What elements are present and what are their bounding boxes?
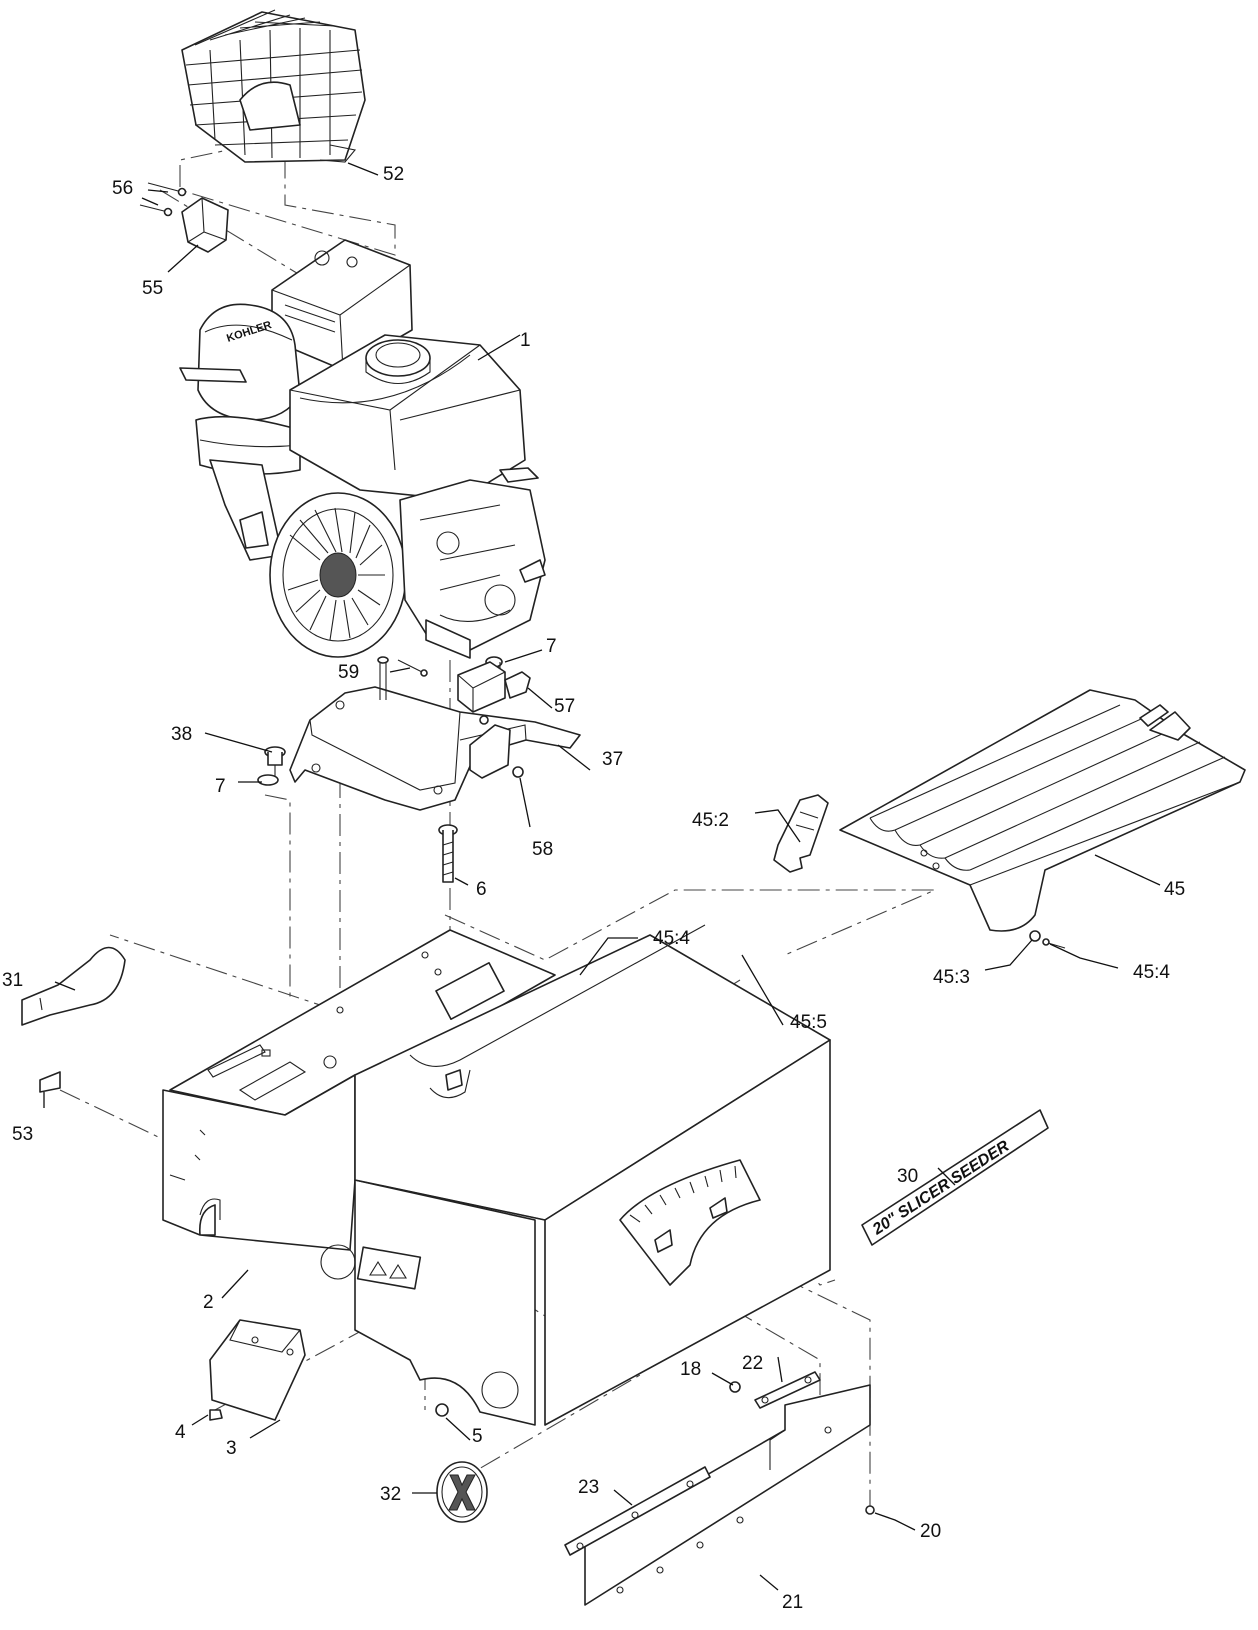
- hopper-lid-part: [839, 689, 1246, 932]
- callout-31: 31: [2, 970, 23, 991]
- callout-45-4-upper: 45:4: [653, 928, 690, 949]
- callout-53: 53: [12, 1124, 33, 1145]
- leader-lines: [43, 162, 1161, 1591]
- seed-chute-part: [21, 946, 126, 1093]
- rear-panel-part: [564, 1371, 875, 1606]
- callout-45-3: 45:3: [933, 967, 970, 988]
- lid-fasteners-part: [1029, 930, 1066, 949]
- callout-56: 56: [112, 178, 133, 199]
- callout-45-2: 45:2: [692, 810, 729, 831]
- x-badge-part: [436, 1461, 488, 1523]
- engine-part: [179, 239, 546, 659]
- callout-21: 21: [782, 1592, 803, 1613]
- callout-52: 52: [383, 164, 404, 185]
- callout-30: 30: [897, 1166, 918, 1187]
- callout-23: 23: [578, 1477, 599, 1498]
- callout-18: 18: [680, 1359, 701, 1380]
- callout-57: 57: [554, 696, 575, 717]
- callout-32: 32: [380, 1484, 401, 1505]
- seed-hopper-part: [354, 924, 831, 1426]
- callout-3: 3: [226, 1438, 237, 1459]
- mounting-bolts-part: [257, 746, 458, 883]
- callout-45-4-lower: 45:4: [1133, 962, 1170, 983]
- main-frame-part: [162, 929, 556, 1426]
- callout-2: 2: [203, 1292, 214, 1313]
- callout-5: 5: [472, 1426, 483, 1447]
- callout-4: 4: [175, 1422, 186, 1443]
- shield-plate-part: [209, 1319, 449, 1421]
- callout-55: 55: [142, 278, 163, 299]
- callout-59: 59: [338, 662, 359, 683]
- callout-38: 38: [171, 724, 192, 745]
- callout-45: 45: [1164, 879, 1185, 900]
- decal-text: 20" SLICER SEEDER: [869, 1137, 1013, 1239]
- muffler-shield-part: [139, 182, 229, 253]
- callout-7-left: 7: [215, 776, 226, 797]
- callout-labels: 52 56 55 1 7 59 57 38 37 7 58 6 45:2 45 …: [2, 164, 1185, 1613]
- slicer-seeder-decal-part: [861, 1109, 1049, 1246]
- callout-6: 6: [476, 879, 487, 900]
- callout-37: 37: [602, 749, 623, 770]
- callout-20: 20: [920, 1521, 941, 1542]
- callout-45-5: 45:5: [790, 1012, 827, 1033]
- callout-58: 58: [532, 839, 553, 860]
- callout-7-top: 7: [546, 636, 557, 657]
- callout-1: 1: [520, 330, 531, 351]
- lid-latch-part: [773, 794, 829, 873]
- callout-22: 22: [742, 1353, 763, 1374]
- wire-guard-part: [181, 9, 366, 163]
- engine-mount-plate-part: [289, 656, 581, 811]
- switch-bracket-part: [397, 659, 531, 778]
